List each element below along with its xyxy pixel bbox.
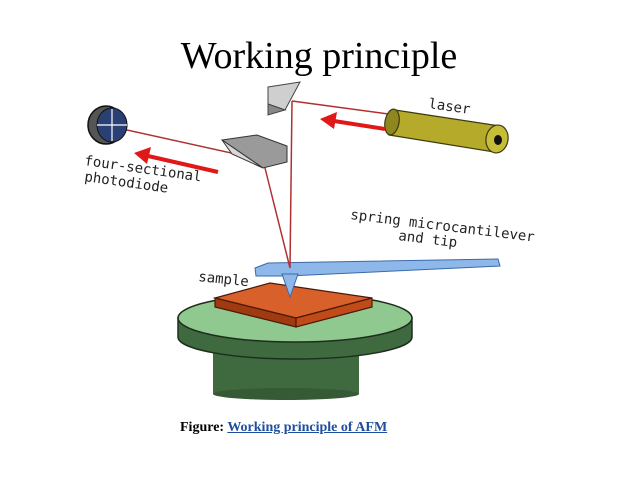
caption-prefix: Figure: bbox=[180, 420, 225, 435]
photodiode bbox=[87, 105, 128, 145]
cantilever bbox=[254, 258, 501, 299]
deflection-mirror bbox=[220, 134, 288, 169]
cantilever-label-line2: and tip bbox=[398, 228, 459, 251]
figure-caption: Figure: Working principle of AFM bbox=[180, 420, 387, 436]
laser bbox=[384, 108, 509, 154]
page-title: Working principle bbox=[180, 35, 458, 77]
laser-label: laser bbox=[427, 96, 471, 118]
arrow-to-mirror bbox=[320, 112, 386, 131]
top-mirror bbox=[267, 81, 301, 116]
cantilever-tip bbox=[281, 273, 299, 299]
arrow-to-photodiode bbox=[134, 147, 219, 174]
sample-label: sample bbox=[198, 269, 250, 290]
caption-link[interactable]: Working principle of AFM bbox=[227, 420, 388, 435]
sample-block bbox=[212, 282, 373, 328]
